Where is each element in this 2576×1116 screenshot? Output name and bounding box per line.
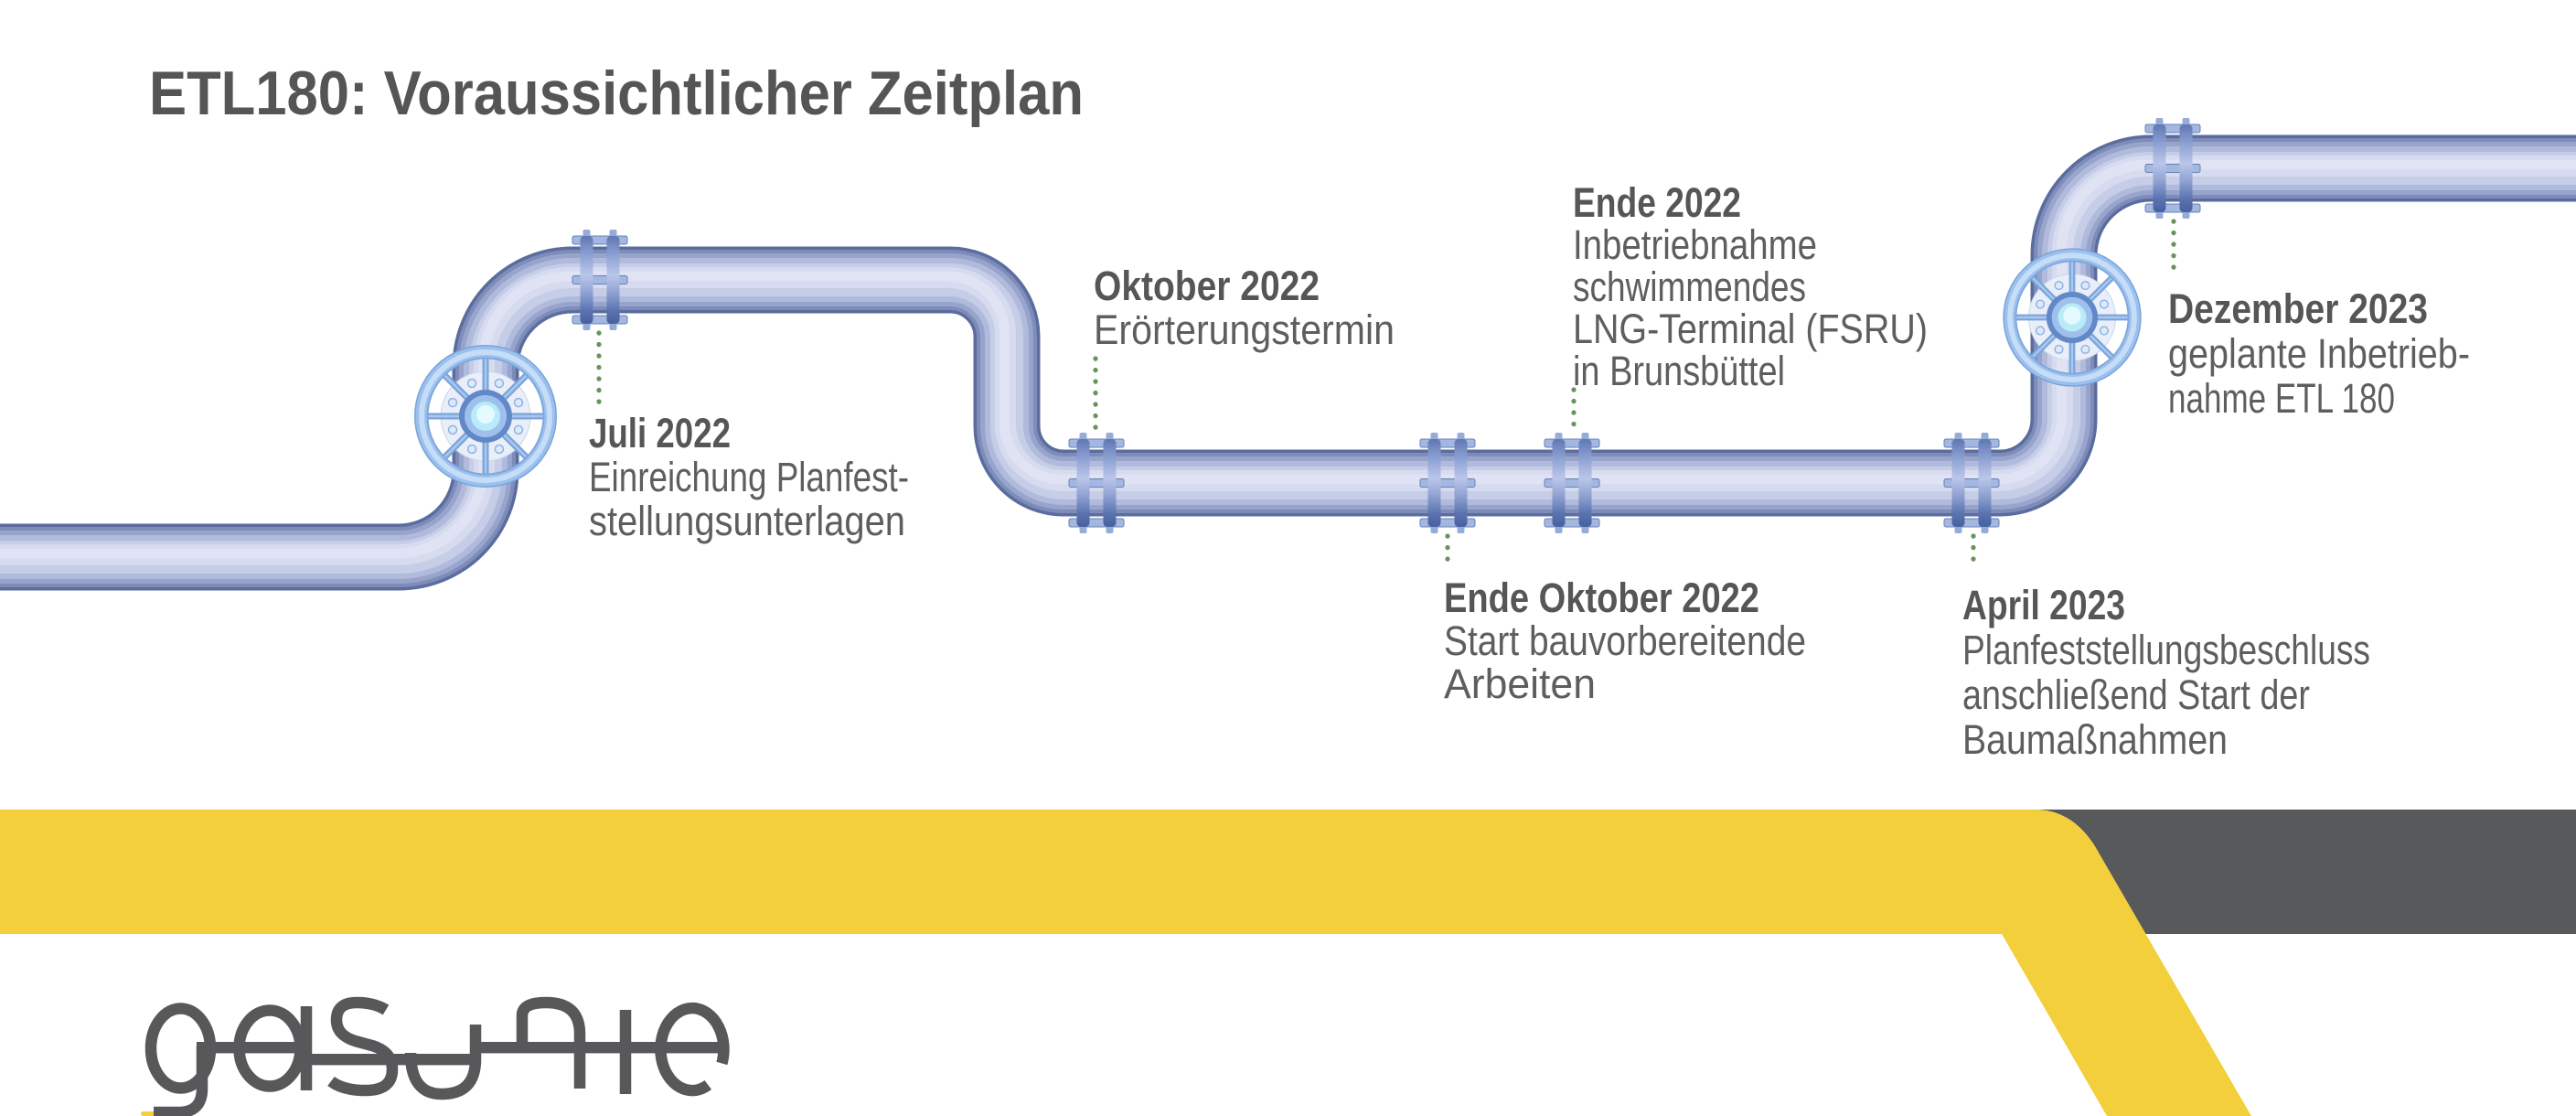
svg-text:in Brunsbüttel: in Brunsbüttel bbox=[1573, 348, 1785, 394]
svg-text:Dezember 2023: Dezember 2023 bbox=[2168, 285, 2428, 332]
svg-text:anschließend Start der: anschließend Start der bbox=[1962, 671, 2310, 718]
svg-text:Ende 2022: Ende 2022 bbox=[1573, 179, 1741, 226]
svg-text:ETL180: Voraussichtlicher Zeit: ETL180: Voraussichtlicher Zeitplan bbox=[149, 59, 1084, 128]
svg-text:Arbeiten: Arbeiten bbox=[1444, 660, 1596, 707]
svg-text:LNG-Terminal (FSRU): LNG-Terminal (FSRU) bbox=[1573, 306, 1928, 352]
svg-text:geplante Inbetrieb-: geplante Inbetrieb- bbox=[2168, 330, 2470, 377]
svg-text:Erörterungstermin: Erörterungstermin bbox=[1094, 306, 1395, 353]
svg-text:Start bauvorbereitende: Start bauvorbereitende bbox=[1444, 617, 1806, 664]
svg-text:schwimmendes: schwimmendes bbox=[1573, 263, 1806, 310]
svg-text:stellungsunterlagen: stellungsunterlagen bbox=[589, 498, 905, 544]
svg-text:Einreichung Planfest-: Einreichung Planfest- bbox=[589, 454, 909, 500]
svg-text:Juli 2022: Juli 2022 bbox=[589, 410, 731, 456]
svg-text:nahme ETL 180: nahme ETL 180 bbox=[2168, 375, 2395, 422]
svg-text:Inbetriebnahme: Inbetriebnahme bbox=[1573, 221, 1817, 268]
svg-text:Planfeststellungsbeschluss: Planfeststellungsbeschluss bbox=[1962, 627, 2370, 673]
svg-text:Oktober 2022: Oktober 2022 bbox=[1094, 263, 1320, 309]
svg-text:Baumaßnahmen: Baumaßnahmen bbox=[1962, 716, 2228, 763]
svg-text:Ende Oktober 2022: Ende Oktober 2022 bbox=[1444, 574, 1759, 621]
svg-text:April 2023: April 2023 bbox=[1962, 582, 2125, 628]
